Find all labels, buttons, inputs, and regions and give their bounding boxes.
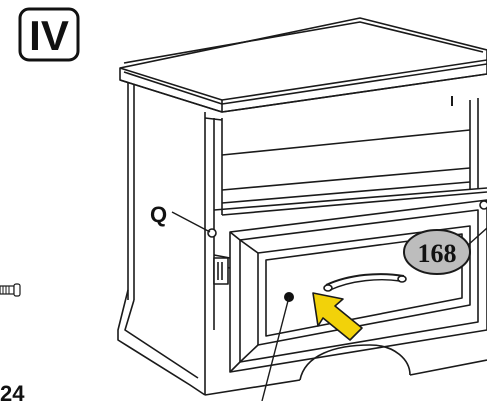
callout-q: Q <box>150 202 211 233</box>
dowel-hole <box>207 228 217 238</box>
plinth-base <box>117 289 487 396</box>
dowel-hole <box>479 200 487 210</box>
drawer-handle <box>323 273 407 292</box>
shelf-front-edge <box>213 187 487 211</box>
cabinet-side <box>127 82 223 330</box>
drawer-screw-point <box>261 292 294 401</box>
nightstand <box>117 17 487 396</box>
open-shelf <box>221 96 487 216</box>
top-panel <box>119 17 487 113</box>
part-badge: 168 <box>403 227 487 275</box>
part-number: 24 <box>0 381 25 401</box>
screw-icon <box>0 283 21 297</box>
step-label-box: IV <box>18 7 80 62</box>
callout-label: Q <box>150 202 167 227</box>
step-label: IV <box>29 12 69 59</box>
badge-label: 168 <box>418 239 457 268</box>
push-arrow-icon <box>312 292 363 341</box>
